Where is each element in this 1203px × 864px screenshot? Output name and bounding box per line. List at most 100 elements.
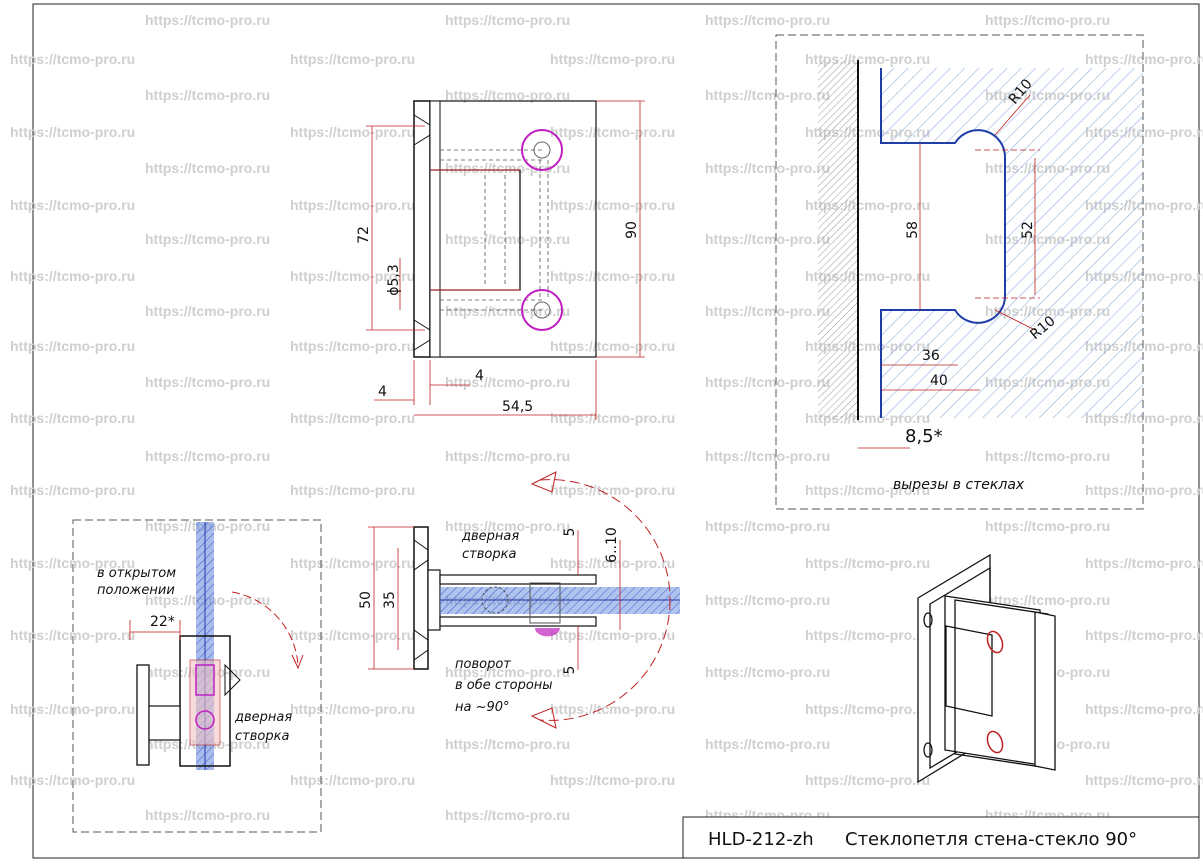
watermark-text: https://tcmo-pro.ru: [985, 448, 1110, 464]
sheet-border: [32, 3, 1200, 859]
watermark-text: https://tcmo-pro.ru: [550, 772, 675, 788]
watermark-text: https://tcmo-pro.ru: [705, 87, 830, 103]
dim-4-left: 4: [378, 384, 387, 400]
watermark-text: https://tcmo-pro.ru: [445, 231, 570, 247]
watermark-text: https://tcmo-pro.ru: [145, 231, 270, 247]
watermark-text: https://tcmo-pro.ru: [550, 555, 675, 571]
watermark-text: https://tcmo-pro.ru: [550, 627, 675, 643]
open-label-2: положении: [97, 583, 175, 598]
door-leaf-label-2: створка: [235, 729, 289, 744]
watermark-text: https://tcmo-pro.ru: [1085, 51, 1203, 67]
watermark-text: https://tcmo-pro.ru: [550, 338, 675, 354]
watermark-text: https://tcmo-pro.ru: [145, 374, 270, 390]
watermark-text: https://tcmo-pro.ru: [445, 448, 570, 464]
watermark-text: https://tcmo-pro.ru: [705, 303, 830, 319]
watermark-text: https://tcmo-pro.ru: [705, 664, 830, 680]
dim-22: 22*: [150, 614, 175, 630]
dim-5-top: 5: [562, 528, 578, 537]
watermark-text: https://tcmo-pro.ru: [10, 555, 135, 571]
watermark-text: https://tcmo-pro.ru: [290, 197, 415, 213]
watermark-text: https://tcmo-pro.ru: [445, 736, 570, 752]
watermark-text: https://tcmo-pro.ru: [290, 338, 415, 354]
watermark-text: https://tcmo-pro.ru: [145, 807, 270, 823]
watermark-text: https://tcmo-pro.ru: [10, 410, 135, 426]
watermark-text: https://tcmo-pro.ru: [985, 518, 1110, 534]
watermark-text: https://tcmo-pro.ru: [985, 12, 1110, 28]
door-leaf-label-1: дверная: [461, 529, 519, 544]
watermark-text: https://tcmo-pro.ru: [705, 12, 830, 28]
watermark-text: https://tcmo-pro.ru: [705, 518, 830, 534]
dim-50: 50: [358, 591, 374, 609]
watermark-text: https://tcmo-pro.ru: [445, 303, 570, 319]
watermark-text: https://tcmo-pro.ru: [445, 807, 570, 823]
watermark-text: https://tcmo-pro.ru: [290, 701, 415, 717]
title-model: HLD-212-zh: [708, 829, 814, 850]
door-leaf-label-2: створка: [462, 547, 516, 562]
watermark-text: https://tcmo-pro.ru: [10, 482, 135, 498]
dim-4-right: 4: [475, 368, 484, 384]
watermark-text: https://tcmo-pro.ru: [705, 736, 830, 752]
watermark-text: https://tcmo-pro.ru: [290, 268, 415, 284]
title-name: Стеклопетля стена-стекло 90°: [845, 829, 1137, 850]
side-view: 50 35 5 6..10 5 дверная створка поворот …: [358, 471, 680, 729]
watermark-text: https://tcmo-pro.ru: [290, 772, 415, 788]
watermark-text: https://tcmo-pro.ru: [550, 51, 675, 67]
title-block: HLD-212-zh Стеклопетля стена-стекло 90°: [682, 816, 1200, 859]
watermark-text: https://tcmo-pro.ru: [550, 410, 675, 426]
open-label-1: в открытом: [97, 566, 176, 581]
door-leaf-label-1: дверная: [234, 710, 292, 725]
open-position-view: в открытом положении 22* дверная створка: [72, 519, 322, 833]
watermark-text: https://tcmo-pro.ru: [290, 51, 415, 67]
dim-58: 58: [905, 221, 921, 239]
watermark-text: https://tcmo-pro.ru: [10, 197, 135, 213]
dim-5-bottom: 5: [562, 666, 578, 675]
watermark-text: https://tcmo-pro.ru: [805, 482, 930, 498]
watermark-text: https://tcmo-pro.ru: [1085, 701, 1203, 717]
dim-8-5: 8,5*: [905, 426, 943, 447]
watermark-text: https://tcmo-pro.ru: [10, 627, 135, 643]
watermark-text: https://tcmo-pro.ru: [1085, 772, 1203, 788]
watermark-text: https://tcmo-pro.ru: [290, 555, 415, 571]
watermark-text: https://tcmo-pro.ru: [145, 448, 270, 464]
watermark-text: https://tcmo-pro.ru: [705, 592, 830, 608]
isometric-view: [917, 553, 1056, 784]
cutout-view: R10 R10 58 52 36 40 8,5* вырезы в стекла…: [775, 34, 1144, 510]
watermark-text: https://tcmo-pro.ru: [550, 701, 675, 717]
watermark-text: https://tcmo-pro.ru: [705, 231, 830, 247]
watermark-text: https://tcmo-pro.ru: [290, 410, 415, 426]
watermark-text: https://tcmo-pro.ru: [445, 374, 570, 390]
rotation-label-2: в обе стороны: [455, 678, 553, 693]
watermark-text: https://tcmo-pro.ru: [145, 160, 270, 176]
watermark-text: https://tcmo-pro.ru: [985, 592, 1110, 608]
rotation-label-3: на ~90°: [455, 700, 510, 715]
watermark-text: https://tcmo-pro.ru: [10, 51, 135, 67]
dim-52: 52: [1020, 221, 1036, 239]
dim-40: 40: [930, 373, 948, 389]
dim-90: 90: [624, 221, 640, 239]
dim-36: 36: [922, 348, 940, 364]
dim-72: 72: [356, 226, 372, 244]
watermark-text: https://tcmo-pro.ru: [805, 701, 930, 717]
watermark-text: https://tcmo-pro.ru: [145, 303, 270, 319]
watermark-text: https://tcmo-pro.ru: [10, 268, 135, 284]
rotation-label-1: поворот: [455, 657, 511, 672]
watermark-text: https://tcmo-pro.ru: [705, 448, 830, 464]
watermark-text: https://tcmo-pro.ru: [445, 160, 570, 176]
watermark-text: https://tcmo-pro.ru: [445, 12, 570, 28]
watermark-text: https://tcmo-pro.ru: [445, 518, 570, 534]
watermark-text: https://tcmo-pro.ru: [290, 124, 415, 140]
watermark-text: https://tcmo-pro.ru: [550, 268, 675, 284]
dim-phi53: ϕ5,3: [386, 264, 402, 296]
watermark-text: https://tcmo-pro.ru: [705, 160, 830, 176]
watermark-text: https://tcmo-pro.ru: [550, 124, 675, 140]
watermark-text: https://tcmo-pro.ru: [1085, 627, 1203, 643]
cutout-caption: вырезы в стеклах: [893, 477, 1025, 493]
dim-6-10: 6..10: [604, 527, 620, 563]
watermark-text: https://tcmo-pro.ru: [550, 197, 675, 213]
watermark-text: https://tcmo-pro.ru: [705, 374, 830, 390]
watermark-text: https://tcmo-pro.ru: [290, 627, 415, 643]
watermark-text: https://tcmo-pro.ru: [290, 482, 415, 498]
dim-54-5: 54,5: [502, 399, 533, 415]
watermark-text: https://tcmo-pro.ru: [805, 555, 930, 571]
